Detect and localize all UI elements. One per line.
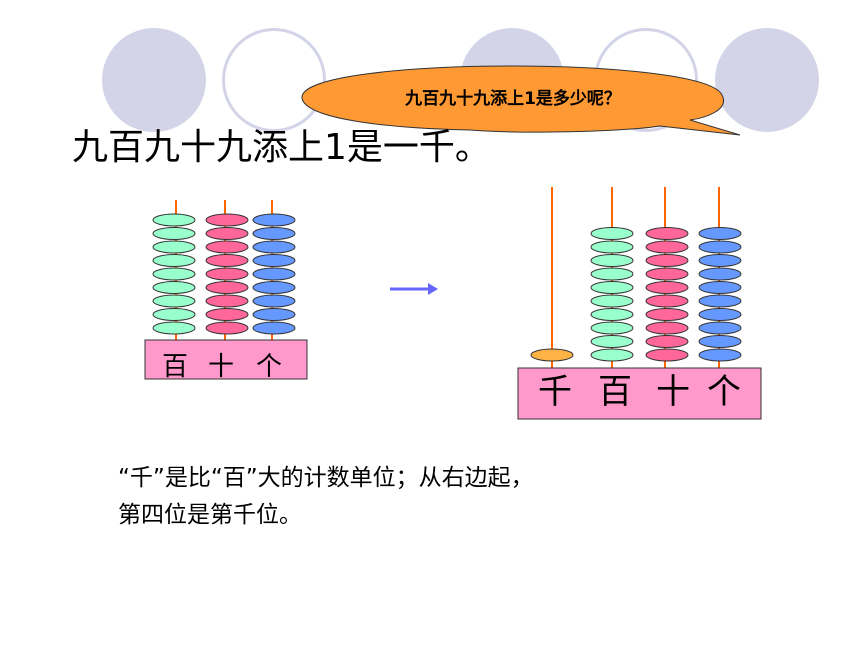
abacus-bead bbox=[152, 240, 196, 254]
explanation-line-1: “千”是比“百”大的计数单位；从右边起， bbox=[118, 465, 534, 491]
abacus-bead bbox=[645, 281, 689, 294]
decorative-ring bbox=[222, 28, 326, 132]
abacus-bead bbox=[205, 240, 249, 254]
abacus-bead bbox=[252, 267, 296, 281]
abacus-bead bbox=[590, 321, 634, 335]
place-label-ones: 个 bbox=[256, 352, 283, 382]
speech-bubble-text: 九百九十九添上1是多少呢？ bbox=[405, 89, 621, 109]
abacus-bead bbox=[252, 213, 296, 227]
place-label-thousands: 千 bbox=[538, 372, 572, 412]
abacus-bead bbox=[645, 294, 689, 308]
abacus-bead bbox=[152, 267, 196, 281]
abacus-base bbox=[517, 367, 762, 420]
abacus-bead bbox=[698, 335, 742, 348]
abacus-bead bbox=[698, 254, 742, 267]
abacus-bead bbox=[590, 267, 634, 281]
abacus-bead bbox=[698, 227, 742, 240]
abacus-bead bbox=[205, 321, 249, 335]
abacus-bead bbox=[252, 240, 296, 254]
place-label-tens: 十 bbox=[208, 352, 235, 382]
abacus-bead bbox=[590, 335, 634, 348]
abacus-bead bbox=[590, 254, 634, 267]
abacus-bead bbox=[252, 254, 296, 267]
abacus-bead bbox=[645, 348, 689, 362]
abacus-bead bbox=[645, 308, 689, 321]
arrow-icon bbox=[390, 283, 438, 295]
abacus-bead bbox=[152, 321, 196, 335]
abacus-bead bbox=[252, 294, 296, 308]
abacus-bead bbox=[152, 227, 196, 240]
decorative-circle bbox=[102, 28, 206, 132]
abacus-bead bbox=[590, 294, 634, 308]
abacus-bead bbox=[205, 254, 249, 267]
abacus-bead bbox=[252, 308, 296, 321]
abacus-bead bbox=[205, 294, 249, 308]
abacus-bead bbox=[698, 281, 742, 294]
abacus-bead bbox=[645, 335, 689, 348]
abacus-bead bbox=[698, 321, 742, 335]
abacus-before bbox=[144, 200, 308, 380]
abacus-bead bbox=[645, 227, 689, 240]
bead-stack bbox=[152, 213, 296, 335]
abacus-base bbox=[144, 339, 308, 380]
abacus-bead bbox=[698, 294, 742, 308]
abacus-bead bbox=[530, 348, 574, 362]
abacus-bead bbox=[590, 240, 634, 254]
abacus-bead bbox=[698, 308, 742, 321]
decorative-circle bbox=[715, 28, 819, 132]
abacus-after bbox=[517, 187, 762, 420]
place-label-tens: 十 bbox=[656, 372, 690, 412]
abacus-bead bbox=[152, 281, 196, 294]
explanation-line-2: 第四位是第千位。 bbox=[118, 502, 302, 528]
abacus-bead bbox=[698, 267, 742, 281]
abacus-bead bbox=[645, 254, 689, 267]
bead-stack bbox=[530, 227, 742, 362]
place-label-hundreds: 百 bbox=[162, 352, 189, 382]
abacus-bead bbox=[252, 281, 296, 294]
abacus-bead bbox=[645, 321, 689, 335]
abacus-bead bbox=[590, 227, 634, 240]
abacus-bead bbox=[152, 308, 196, 321]
abacus-bead bbox=[698, 348, 742, 362]
abacus-bead bbox=[152, 294, 196, 308]
abacus-bead bbox=[590, 308, 634, 321]
abacus-bead bbox=[645, 240, 689, 254]
abacus-bead bbox=[590, 281, 634, 294]
abacus-bead bbox=[205, 281, 249, 294]
abacus-bead bbox=[252, 321, 296, 335]
abacus-bead bbox=[590, 348, 634, 362]
abacus-bead bbox=[205, 267, 249, 281]
abacus-bead bbox=[205, 227, 249, 240]
abacus-bead bbox=[698, 240, 742, 254]
place-label-ones: 个 bbox=[707, 372, 741, 412]
abacus-bead bbox=[645, 267, 689, 281]
headline: 九百九十九添上1是一千。 bbox=[72, 127, 491, 168]
speech-bubble bbox=[301, 65, 741, 136]
place-label-hundreds: 百 bbox=[598, 372, 632, 412]
abacus-bead bbox=[205, 308, 249, 321]
abacus-bead bbox=[152, 213, 196, 227]
abacus-bead bbox=[152, 254, 196, 267]
abacus-bead bbox=[252, 227, 296, 240]
abacus-bead bbox=[205, 213, 249, 227]
